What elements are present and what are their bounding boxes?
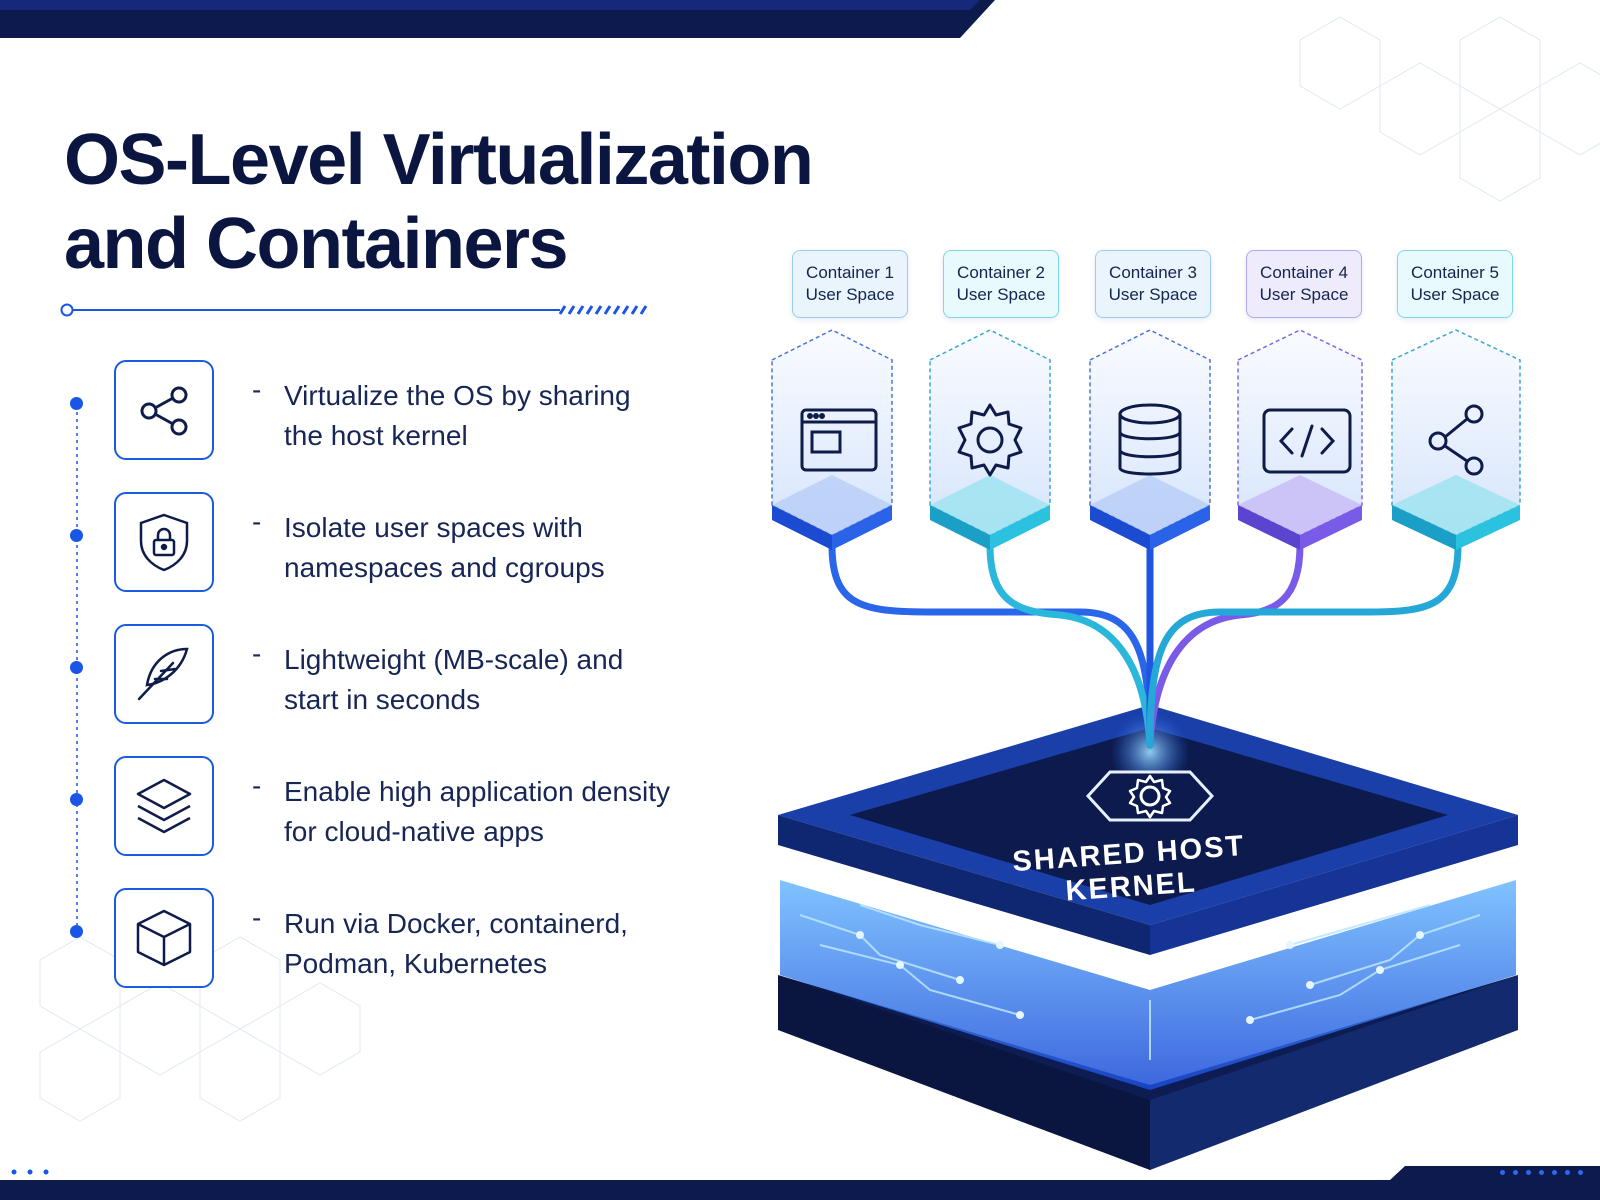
container-name: Container 1 [806, 263, 894, 282]
feature-item: - Enable high application density for cl… [70, 756, 676, 856]
timeline-dot [70, 529, 83, 542]
bullet-dash: - [252, 902, 262, 933]
bullet-dash: - [252, 770, 262, 801]
shield-lock-icon [114, 492, 214, 592]
bullet-dash: - [252, 638, 262, 669]
container-name: Container 3 [1109, 263, 1197, 282]
container-subtitle: User Space [1108, 285, 1198, 304]
feather-icon [114, 624, 214, 724]
container-label-1: Container 1 User Space [792, 250, 908, 318]
bottom-right-dots [1500, 1170, 1583, 1175]
database-icon [1118, 403, 1182, 476]
container-subtitle: User Space [1410, 285, 1500, 304]
timeline-dot [70, 793, 83, 806]
feature-text: Isolate user spaces with namespaces and … [284, 512, 605, 583]
container-name: Container 2 [957, 263, 1045, 282]
container-subtitle: User Space [1259, 285, 1349, 304]
container-box-3 [1089, 329, 1211, 550]
container-box-5 [1391, 329, 1521, 550]
timeline-dot [70, 397, 83, 410]
container-label-4: Container 4 User Space [1246, 250, 1362, 318]
feature-text: Virtualize the OS by sharing the host ke… [284, 380, 631, 451]
container-name: Container 4 [1260, 263, 1348, 282]
top-banner [0, 0, 995, 38]
feature-item: - Run via Docker, containerd, Podman, Ku… [70, 888, 676, 988]
cube-icon [114, 888, 214, 988]
page-title: OS-Level Virtualization and Containers [64, 118, 814, 286]
container-box-4 [1237, 329, 1363, 550]
gear-icon [957, 403, 1023, 477]
feature-text: Enable high application density for clou… [284, 776, 671, 847]
feature-item: - Lightweight (MB-scale) and start in se… [70, 624, 676, 724]
feature-text: Run via Docker, containerd, Podman, Kube… [284, 908, 628, 979]
kernel-connectors [828, 541, 1462, 749]
title-divider [60, 303, 648, 317]
container-subtitle: User Space [956, 285, 1046, 304]
share-icon [114, 360, 214, 460]
layers-icon [114, 756, 214, 856]
container-box-1 [771, 329, 893, 550]
browser-window-icon [800, 408, 878, 472]
bullet-dash: - [252, 506, 262, 537]
container-label-2: Container 2 User Space [943, 250, 1059, 318]
timeline-dot [70, 925, 83, 938]
timeline-dot [70, 661, 83, 674]
container-box-2 [929, 329, 1051, 550]
container-label-5: Container 5 User Space [1397, 250, 1513, 318]
code-icon [1262, 408, 1352, 474]
container-name: Container 5 [1411, 263, 1499, 282]
kernel-gear-icon [1085, 770, 1215, 822]
page-title-line1: OS-Level Virtualization [64, 120, 814, 200]
feature-text: Lightweight (MB-scale) and start in seco… [284, 644, 624, 715]
bottom-banner [0, 1166, 1600, 1200]
page-title-line2: and Containers [64, 204, 569, 284]
feature-item: - Virtualize the OS by sharing the host … [70, 360, 676, 460]
bullet-dash: - [252, 374, 262, 405]
container-subtitle: User Space [805, 285, 895, 304]
container-label-3: Container 3 User Space [1095, 250, 1211, 318]
share-icon [1428, 404, 1484, 476]
feature-item: - Isolate user spaces with namespaces an… [70, 492, 676, 592]
